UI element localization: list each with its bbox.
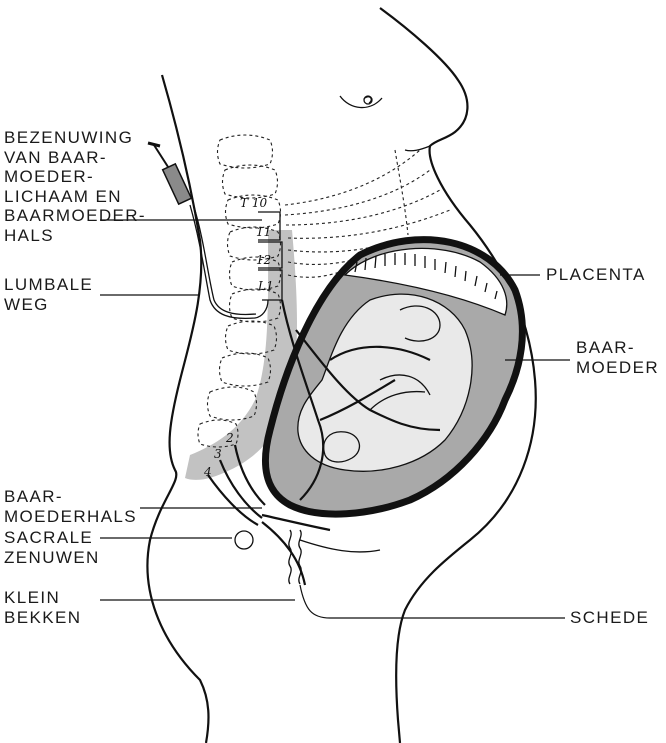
vertebra-label-s3: 3	[214, 447, 222, 461]
vertebra-label-l1: L1	[257, 279, 274, 293]
vertebra-label-12: 12	[256, 253, 271, 267]
vertebra-label-s4: 4	[203, 465, 212, 479]
label-bezenuwing: BEZENUWING VAN BAAR- MOEDER- LICHAAM EN …	[4, 128, 146, 245]
vertebra-label-11: 11	[256, 225, 271, 239]
label-klein-bekken: KLEIN BEKKEN	[4, 588, 81, 627]
epidural-syringe	[148, 143, 191, 204]
vertebra-label-s2: 2	[225, 431, 234, 445]
label-baarmoeder: BAAR- MOEDER	[576, 338, 659, 377]
label-placenta: PLACENTA	[546, 265, 646, 285]
label-lumbale-weg: LUMBALE WEG	[4, 275, 93, 314]
vertebra-label-t10: T 10	[240, 196, 267, 210]
label-baarmoederhals: BAAR- MOEDERHALS	[4, 487, 137, 526]
label-sacrale-zenuwen: SACRALE ZENUWEN	[4, 528, 100, 567]
label-schede: SCHEDE	[570, 608, 649, 628]
